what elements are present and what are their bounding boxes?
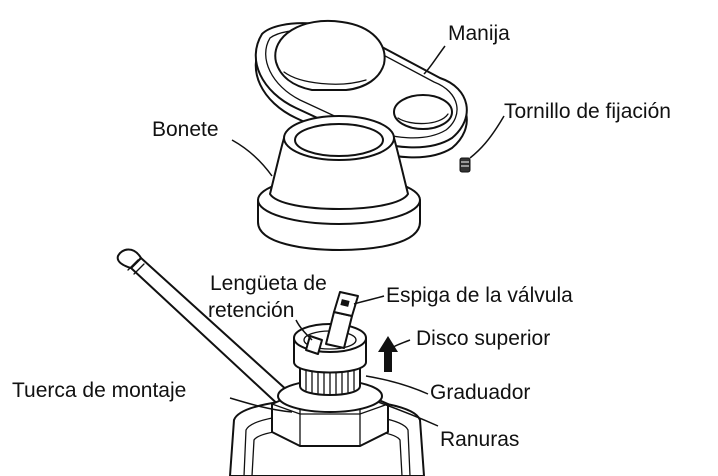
leader-lines [229, 45, 505, 427]
set-screw-label: Tornillo de fijación [504, 100, 671, 123]
handle-label: Manija [448, 22, 510, 45]
retention-tab-label-line1: Lengüeta de [210, 272, 327, 295]
top-disc-label: Disco superior [416, 327, 550, 350]
up-arrow-icon [378, 336, 398, 372]
bonnet-label: Bonete [152, 118, 219, 141]
slots-label: Ranuras [440, 428, 519, 451]
indexer-label: Graduador [430, 381, 530, 404]
set-screw-part [459, 157, 471, 173]
cartridge-part [293, 291, 367, 396]
retention-tab-label-line2: retención [208, 299, 294, 322]
mounting-nut-label: Tuerca de montaje [12, 379, 186, 402]
handle-part [254, 19, 468, 159]
valve-stem-label: Espiga de la válvula [386, 284, 573, 307]
bonnet-part [257, 115, 421, 251]
